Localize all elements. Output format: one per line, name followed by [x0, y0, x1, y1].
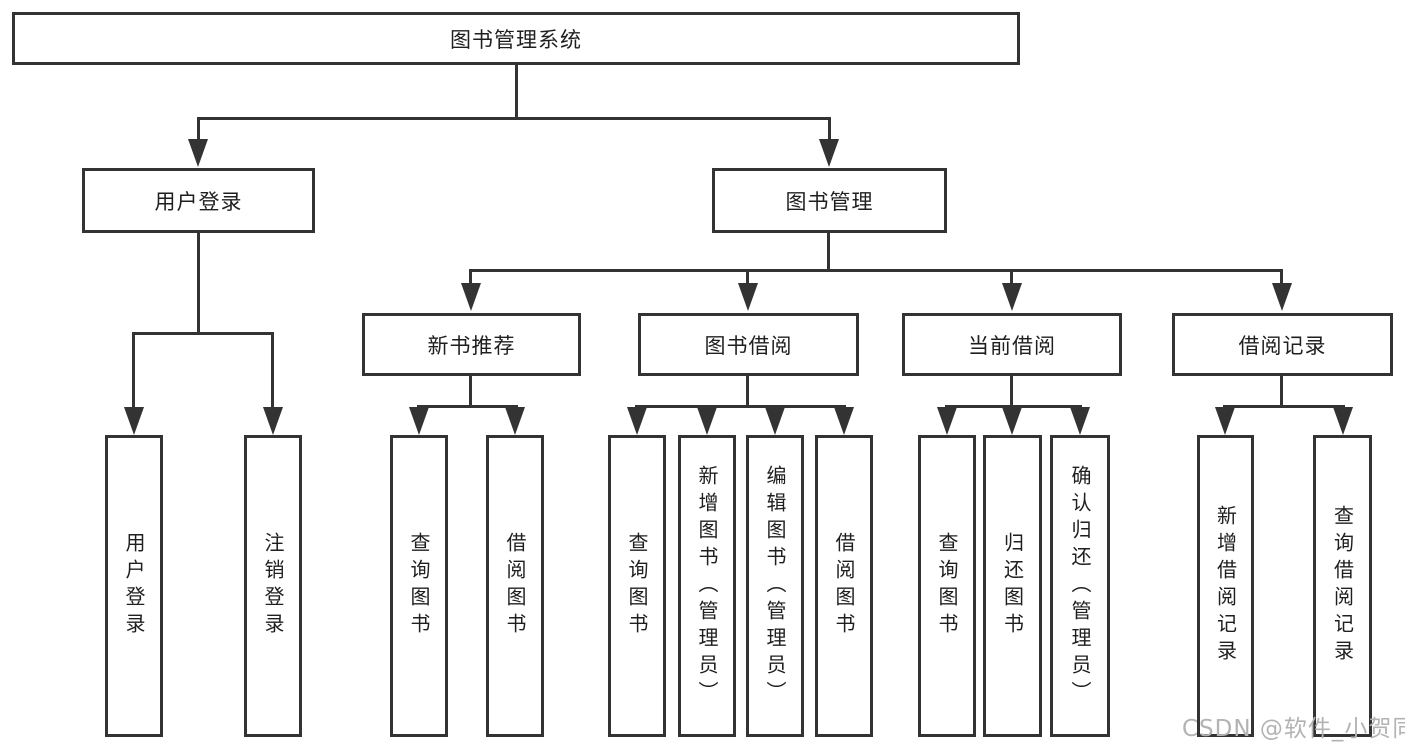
connector-root-stem: [515, 65, 518, 117]
arrow-down-icon: [1272, 283, 1292, 311]
connector-records-stem: [1280, 376, 1283, 408]
arrow-down-icon: [819, 139, 839, 167]
connector-userlogin-stem: [197, 233, 200, 334]
node-current-borrow: 当前借阅: [902, 313, 1122, 376]
connector-drop-leaf: [271, 332, 274, 410]
node-book-management: 图书管理: [712, 168, 947, 233]
arrow-down-icon: [263, 407, 283, 435]
leaf-current-query: 查询图书: [918, 435, 976, 737]
arrow-down-icon: [1002, 283, 1022, 311]
connector-records-split: [1223, 405, 1345, 408]
leaf-borrow-edit-admin: 编辑图书（管理员）: [746, 435, 804, 737]
arrow-down-icon: [1070, 407, 1090, 435]
leaf-current-return: 归还图书: [983, 435, 1042, 737]
leaf-records-query: 查询借阅记录: [1313, 435, 1372, 737]
arrow-down-icon: [461, 283, 481, 311]
node-new-book-recommend: 新书推荐: [362, 313, 581, 376]
node-book-borrow: 图书借阅: [638, 313, 859, 376]
node-root: 图书管理系统: [12, 12, 1020, 65]
arrow-down-icon: [738, 283, 758, 311]
arrow-down-icon: [1333, 407, 1353, 435]
arrow-down-icon: [1215, 407, 1235, 435]
connector-borrowing-split: [635, 405, 846, 408]
arrow-down-icon: [697, 407, 717, 435]
connector-drop-leaf: [132, 332, 135, 410]
connector-root-split: [197, 117, 831, 120]
connector-current-split: [945, 405, 1082, 408]
connector-drop-user-login: [197, 117, 200, 141]
leaf-borrow-add-admin: 新增图书（管理员）: [678, 435, 736, 737]
connector-current-stem: [1010, 376, 1013, 408]
connector-drop-level3: [1010, 269, 1013, 286]
arrow-down-icon: [505, 407, 525, 435]
connector-drop-level3: [469, 269, 472, 286]
node-borrow-records: 借阅记录: [1172, 313, 1393, 376]
leaf-records-add: 新增借阅记录: [1197, 435, 1254, 737]
arrow-down-icon: [937, 407, 957, 435]
connector-bookmgmt-split: [469, 269, 1283, 272]
leaf-current-confirm-admin: 确认归还（管理员）: [1050, 435, 1110, 737]
arrow-down-icon: [1002, 407, 1022, 435]
connector-drop-level3: [746, 269, 749, 286]
arrow-down-icon: [188, 139, 208, 167]
connector-drop-book-mgmt: [828, 117, 831, 141]
connector-newbooks-stem: [469, 376, 472, 408]
arrow-down-icon: [834, 407, 854, 435]
connector-newbooks-split: [417, 405, 518, 408]
connector-bookmgmt-stem: [827, 233, 830, 272]
leaf-borrow-query: 查询图书: [608, 435, 666, 737]
arrow-down-icon: [765, 407, 785, 435]
csdn-watermark: CSDN @软件_小贺同学: [1182, 716, 1405, 742]
leaf-user-login: 用户登录: [105, 435, 163, 737]
leaf-newbooks-borrow: 借阅图书: [486, 435, 544, 737]
connector-userlogin-split: [132, 332, 274, 335]
arrow-down-icon: [627, 407, 647, 435]
leaf-logout: 注销登录: [244, 435, 302, 737]
leaf-newbooks-query: 查询图书: [390, 435, 448, 737]
arrow-down-icon: [124, 407, 144, 435]
arrow-down-icon: [409, 407, 429, 435]
node-user-login: 用户登录: [82, 168, 315, 233]
connector-borrowing-stem: [746, 376, 749, 408]
connector-drop-level3: [1280, 269, 1283, 286]
leaf-borrow-borrow: 借阅图书: [815, 435, 873, 737]
